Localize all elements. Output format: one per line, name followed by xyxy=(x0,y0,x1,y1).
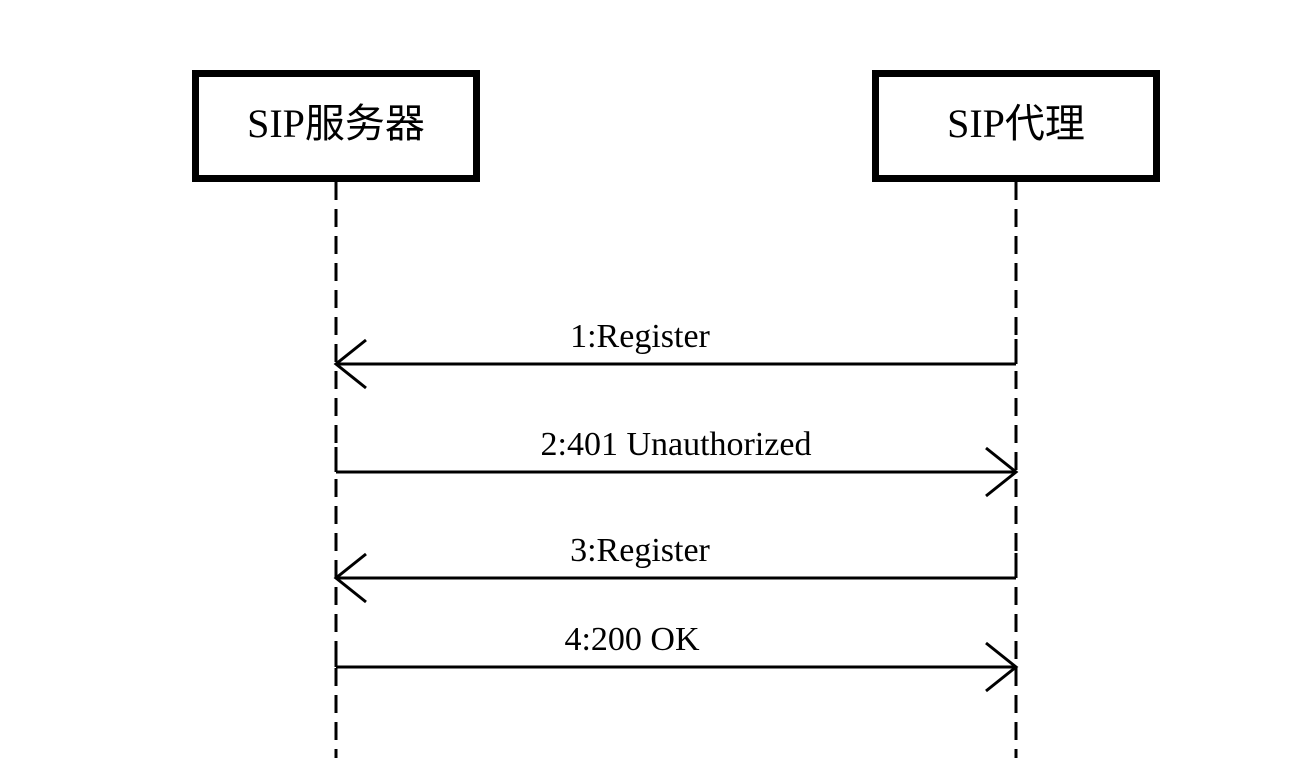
message-2-label: 2:401 Unauthorized xyxy=(541,426,812,463)
participant-label-sip-agent: SIP代理 xyxy=(947,101,1085,146)
message-3-label: 3:Register xyxy=(570,532,710,569)
message-3[interactable]: 3:Register xyxy=(333,532,1018,604)
message-4-arrowhead xyxy=(985,641,1019,693)
message-1-arrowhead xyxy=(333,338,367,390)
participant-label-sip-server: SIP服务器 xyxy=(247,101,425,146)
message-1-label: 1:Register xyxy=(570,318,710,355)
message-2[interactable]: 2:401 Unauthorized xyxy=(334,426,1019,498)
participant-box-sip-agent[interactable] xyxy=(872,70,1160,182)
message-4-label: 4:200 OK xyxy=(564,621,700,658)
message-4[interactable]: 4:200 OK xyxy=(334,621,1019,693)
lifeline-sip-agent[interactable]: SIP代理 xyxy=(872,70,1160,758)
message-3-arrowhead xyxy=(333,552,367,604)
participant-box-sip-server[interactable] xyxy=(192,70,480,182)
message-1[interactable]: 1:Register xyxy=(333,318,1018,390)
lifeline-sip-server[interactable]: SIP服务器 xyxy=(192,70,480,758)
message-2-arrowhead xyxy=(985,446,1019,498)
